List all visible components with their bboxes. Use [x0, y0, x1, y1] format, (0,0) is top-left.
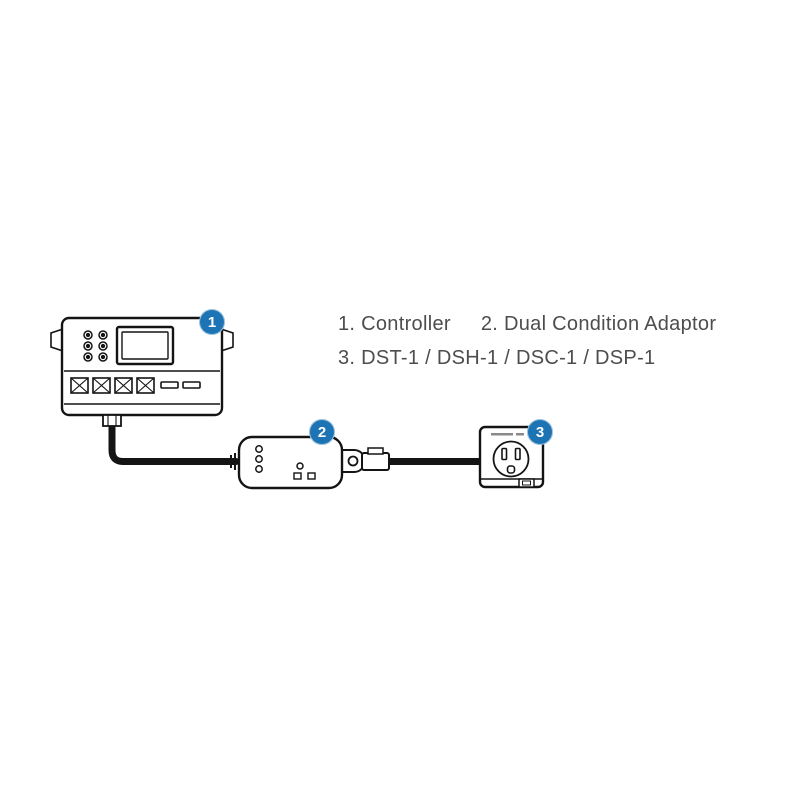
badge-controller: 1 — [199, 309, 225, 335]
controller-ports — [70, 377, 201, 394]
badge-plug: 3 — [527, 419, 553, 445]
adaptor-body — [237, 435, 344, 490]
legend-item-controller: 1. Controller — [338, 313, 451, 335]
adaptor-tab-hole — [347, 455, 359, 467]
adaptor-dip-2 — [307, 472, 316, 480]
outlet-slot-right — [514, 447, 521, 461]
legend-row-2: 3. DST-1 / DSH-1 / DSC-1 / DSP-1 — [338, 342, 716, 374]
outlet-plug-illustration — [478, 425, 545, 489]
legend-row-1: 1. Controller 2. Dual Condition Adaptor — [338, 308, 716, 340]
outlet-ground-hole — [506, 465, 516, 474]
controller-buttons — [83, 330, 108, 362]
adaptor-indicator — [296, 462, 304, 470]
cable-controller-to-adaptor — [108, 419, 240, 465]
rj-plug-illustration — [361, 447, 390, 471]
adaptor-leds — [255, 445, 263, 473]
controller-slot-2 — [182, 381, 201, 389]
controller-cable-connector — [102, 414, 122, 427]
badge-adaptor: 2 — [309, 419, 335, 445]
outlet-slot-left — [501, 447, 508, 461]
legend-item-adaptor: 2. Dual Condition Adaptor — [480, 313, 717, 335]
adaptor-dip-1 — [293, 472, 302, 480]
legend-item-models: 3. DST-1 / DSH-1 / DSC-1 / DSP-1 — [338, 347, 656, 369]
controller-illustration — [50, 316, 234, 427]
adaptor-illustration — [230, 435, 367, 490]
controller-slot-1 — [160, 381, 179, 389]
legend: 1. Controller 2. Dual Condition Adaptor 3… — [338, 308, 716, 374]
